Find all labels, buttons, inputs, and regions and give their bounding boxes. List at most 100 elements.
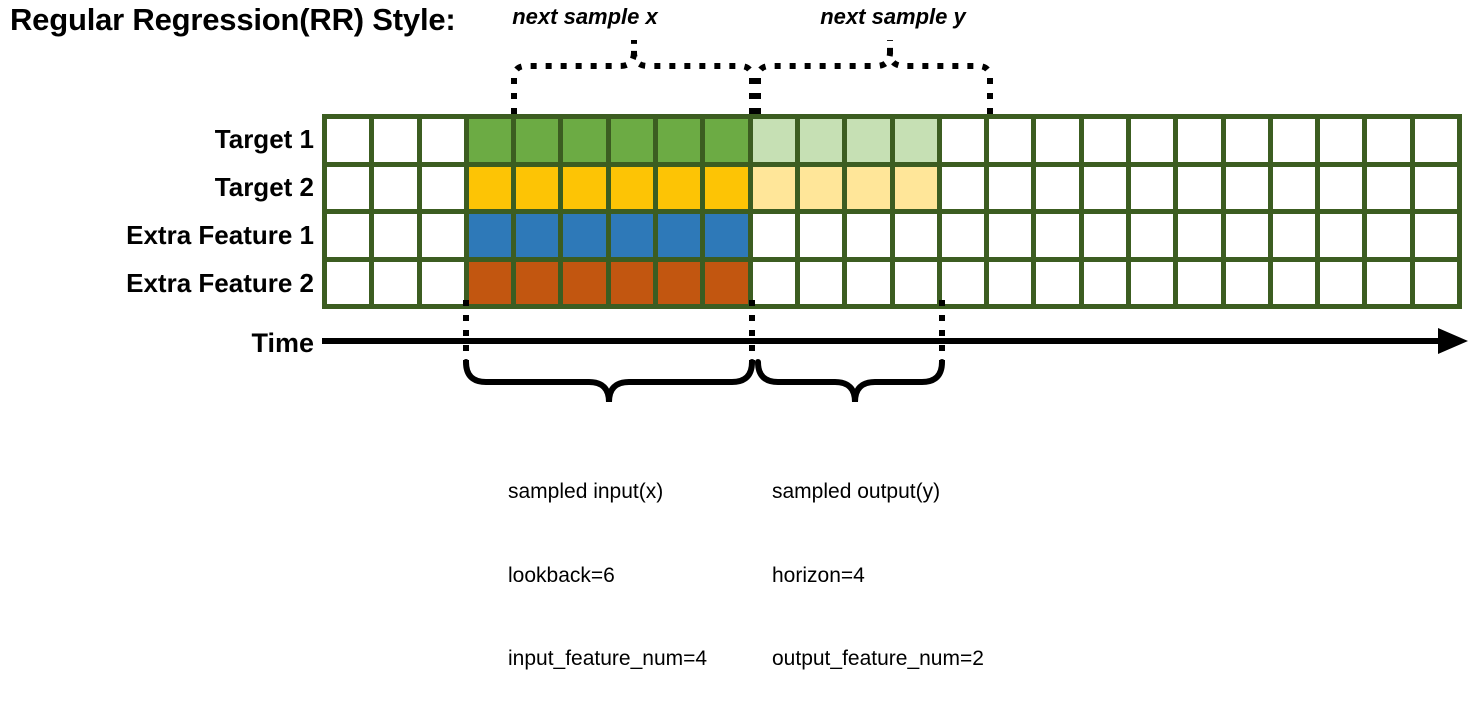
grid-cell-target-2-col-22 <box>1320 166 1363 209</box>
grid-cell-extra-feature-2-col-10 <box>752 261 795 304</box>
grid-cell-target-2-col-11 <box>799 166 843 209</box>
grid-cell-target-1-col-15 <box>989 119 1032 162</box>
grid-cell-extra-feature-1-col-11 <box>799 214 843 257</box>
annotation-sampled-output: sampled output(y) horizon=4 output_featu… <box>772 423 984 728</box>
grid-cell-extra-feature-1-col-20 <box>1225 214 1268 257</box>
grid-cell-extra-feature-1-col-10 <box>752 214 795 257</box>
grid-cell-extra-feature-1-col-13 <box>894 214 937 257</box>
grid-cell-target-2-col-10 <box>752 166 795 209</box>
grid-cell-extra-feature-2-col-3 <box>421 261 464 304</box>
sampled-input-line-2: lookback=6 <box>508 563 615 587</box>
grid-cell-extra-feature-2-col-23 <box>1367 261 1410 304</box>
grid-cell-target-2-col-21 <box>1272 166 1316 209</box>
grid-cell-extra-feature-1-col-22 <box>1320 214 1363 257</box>
grid-cell-target-2-col-23 <box>1367 166 1410 209</box>
grid-cell-target-1-col-5 <box>516 119 559 162</box>
grid-cell-extra-feature-2-col-4 <box>468 261 512 304</box>
grid-cell-extra-feature-2-col-19 <box>1178 261 1221 304</box>
grid-cell-target-2-col-17 <box>1083 166 1126 209</box>
page-title: Regular Regression(RR) Style: <box>10 2 456 37</box>
annotation-next-sample-y: next sample y <box>820 4 966 29</box>
grid-cell-extra-feature-2-col-11 <box>799 261 843 304</box>
grid-cell-target-2-col-8 <box>658 166 701 209</box>
grid-cell-extra-feature-2-col-5 <box>516 261 559 304</box>
row-label-extra-feature-1: Extra Feature 1 <box>126 220 314 250</box>
grid-cell-extra-feature-1-col-3 <box>421 214 464 257</box>
top-brace-layer <box>511 40 993 114</box>
grid-cell-extra-feature-2-col-2 <box>374 261 417 304</box>
sampled-output-line-3: output_feature_num=2 <box>772 646 984 670</box>
row-label-target-1: Target 1 <box>214 124 314 154</box>
grid-cell-extra-feature-1-col-5 <box>516 214 559 257</box>
grid-cell-extra-feature-2-col-7 <box>610 261 654 304</box>
grid-cell-target-1-col-23 <box>1367 119 1410 162</box>
grid-cell-extra-feature-1-col-6 <box>563 214 606 257</box>
grid-cell-target-2-col-13 <box>894 166 937 209</box>
grid-cell-extra-feature-2-col-24 <box>1414 261 1457 304</box>
grid-cell-extra-feature-2-col-22 <box>1320 261 1363 304</box>
grid-cell-target-1-col-24 <box>1414 119 1457 162</box>
grid-cell-target-1-col-9 <box>705 119 748 162</box>
sampled-output-line-2: horizon=4 <box>772 563 865 587</box>
grid-cell-extra-feature-1-col-2 <box>374 214 417 257</box>
grid-cell-extra-feature-1-col-8 <box>658 214 701 257</box>
grid-cell-target-2-col-2 <box>374 166 417 209</box>
grid-cell-extra-feature-2-col-16 <box>1036 261 1079 304</box>
grid-cell-extra-feature-1-col-1 <box>327 214 370 257</box>
sampled-input-line-1: sampled input(x) <box>508 480 664 504</box>
sampled-output-line-1: sampled output(y) <box>772 480 941 504</box>
grid-cell-target-1-col-20 <box>1225 119 1268 162</box>
grid-cell-target-2-col-5 <box>516 166 559 209</box>
grid-cell-extra-feature-1-col-12 <box>847 214 890 257</box>
annotation-sampled-input: sampled input(x) lookback=6 input_featur… <box>508 423 707 728</box>
grid-cell-target-1-col-19 <box>1178 119 1221 162</box>
grid-cell-extra-feature-2-col-9 <box>705 261 748 304</box>
grid-cell-target-2-col-9 <box>705 166 748 209</box>
sampled-input-line-3: input_feature_num=4 <box>508 646 708 670</box>
annotation-next-sample-x: next sample x <box>512 4 658 29</box>
diagram-root: Regular Regression(RR) Style: Target 1 T… <box>10 2 1468 670</box>
grid-cell-target-1-col-6 <box>563 119 606 162</box>
grid-cell-target-2-col-3 <box>421 166 464 209</box>
grid-cell-extra-feature-1-col-19 <box>1178 214 1221 257</box>
grid-cell-target-2-col-14 <box>941 166 985 209</box>
grid-cell-target-1-col-16 <box>1036 119 1079 162</box>
grid-cell-extra-feature-2-col-14 <box>941 261 985 304</box>
grid-cell-target-2-col-24 <box>1414 166 1457 209</box>
grid-cell-target-1-col-8 <box>658 119 701 162</box>
grid-cell-target-1-col-3 <box>421 119 464 162</box>
grid-cell-extra-feature-1-col-21 <box>1272 214 1316 257</box>
grid-cell-target-1-col-11 <box>799 119 843 162</box>
grid-cell-extra-feature-1-col-15 <box>989 214 1032 257</box>
grid-cell-extra-feature-2-col-8 <box>658 261 701 304</box>
grid-cell-extra-feature-1-col-16 <box>1036 214 1079 257</box>
grid-cell-extra-feature-1-col-23 <box>1367 214 1410 257</box>
grid-cell-target-1-col-21 <box>1272 119 1316 162</box>
grid-cell-target-2-col-4 <box>468 166 512 209</box>
grid-cell-extra-feature-2-col-12 <box>847 261 890 304</box>
grid-cell-extra-feature-1-col-9 <box>705 214 748 257</box>
grid-cell-extra-feature-1-col-14 <box>941 214 985 257</box>
grid-cell-extra-feature-2-col-13 <box>894 261 937 304</box>
grid-cell-target-2-col-1 <box>327 166 370 209</box>
grid-cell-target-1-col-13 <box>894 119 937 162</box>
grid-cell-target-1-col-17 <box>1083 119 1126 162</box>
time-axis-arrow <box>322 328 1468 354</box>
grid-cell-target-1-col-12 <box>847 119 890 162</box>
grid-cell-extra-feature-2-col-1 <box>327 261 370 304</box>
grid-cell-target-2-col-18 <box>1130 166 1174 209</box>
grid-cell-target-2-col-20 <box>1225 166 1268 209</box>
grid-cell-extra-feature-2-col-17 <box>1083 261 1126 304</box>
grid-cell-target-1-col-7 <box>610 119 654 162</box>
time-axis-label: Time <box>251 328 314 358</box>
grid-cell-target-1-col-10 <box>752 119 795 162</box>
grid-cell-target-1-col-18 <box>1130 119 1174 162</box>
grid-cell-extra-feature-2-col-21 <box>1272 261 1316 304</box>
grid-cell-target-2-col-15 <box>989 166 1032 209</box>
grid-cell-extra-feature-1-col-24 <box>1414 214 1457 257</box>
grid-cell-extra-feature-1-col-17 <box>1083 214 1126 257</box>
grid-cell-extra-feature-2-col-18 <box>1130 261 1174 304</box>
grid-cell-extra-feature-1-col-7 <box>610 214 654 257</box>
row-label-target-2: Target 2 <box>214 172 314 202</box>
grid-cell-target-1-col-14 <box>941 119 985 162</box>
